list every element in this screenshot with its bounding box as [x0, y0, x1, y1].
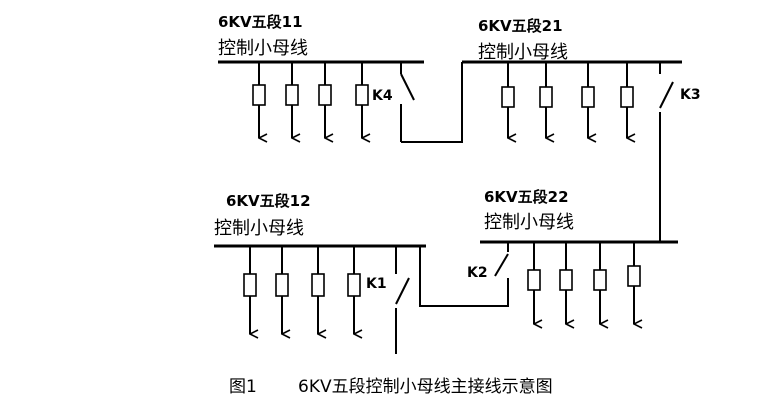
- bus-21-subtitle: 控制小母线: [478, 42, 568, 63]
- feeder: [311, 246, 325, 334]
- feeder: [627, 242, 641, 324]
- switch-k2-label: K2: [467, 265, 488, 281]
- bus-11-group: 6KV五段11 控制小母线 K4: [218, 13, 424, 142]
- caption-number: 图1: [229, 377, 257, 397]
- figure-caption: 图1 6KV五段控制小母线主接线示意图: [229, 377, 553, 397]
- tie-wire-k4: [401, 62, 463, 143]
- feeder: [501, 62, 515, 138]
- feeder: [318, 62, 332, 138]
- bus-12-title: 6KV五段12: [226, 192, 311, 210]
- fuse: [501, 86, 515, 108]
- fuse: [627, 265, 641, 287]
- feeder: [355, 62, 369, 138]
- caption-text: 6KV五段控制小母线主接线示意图: [298, 377, 553, 397]
- feeder: [275, 246, 289, 334]
- fuse: [355, 84, 369, 106]
- switch-k4-label: K4: [372, 88, 393, 104]
- fuse: [252, 84, 266, 106]
- fuse: [593, 269, 607, 291]
- feeder: [620, 62, 634, 138]
- switch-k3-label: K3: [680, 87, 701, 103]
- bus-11-subtitle: 控制小母线: [218, 38, 308, 59]
- feeder: [252, 62, 266, 138]
- tie-wire-k2: [419, 246, 509, 307]
- fuse: [559, 269, 573, 291]
- switch-k2: K2: [467, 242, 509, 281]
- fuse: [243, 273, 257, 297]
- feeder: [539, 62, 553, 138]
- fuse: [539, 86, 553, 108]
- switch-k1: K1: [366, 246, 410, 354]
- bus-12-subtitle: 控制小母线: [214, 218, 304, 239]
- switch-k1-label: K1: [366, 276, 387, 292]
- feeder: [347, 246, 361, 334]
- fuse: [285, 84, 299, 106]
- bus-21-title: 6KV五段21: [478, 17, 563, 35]
- bus-22-title: 6KV五段22: [484, 188, 569, 206]
- fuse: [527, 269, 541, 291]
- feeder: [559, 242, 573, 324]
- switch-k3: K3: [659, 62, 701, 242]
- bus-12-group: 6KV五段12 控制小母线 K1: [214, 192, 426, 354]
- feeder: [593, 242, 607, 324]
- bus-22-group: 6KV五段22 控制小母线 K2: [467, 188, 678, 324]
- feeder: [243, 246, 257, 334]
- feeder: [581, 62, 595, 138]
- fuse: [311, 273, 325, 297]
- feeder: [527, 242, 541, 324]
- feeder: [285, 62, 299, 138]
- fuse: [581, 86, 595, 108]
- fuse: [275, 273, 289, 297]
- fuse: [318, 84, 332, 106]
- bus-22-subtitle: 控制小母线: [484, 212, 574, 233]
- bus-11-title: 6KV五段11: [218, 13, 303, 31]
- switch-k4: K4: [372, 62, 415, 142]
- fuse: [620, 86, 634, 108]
- bus-21-group: 6KV五段21 控制小母线 K3: [462, 17, 701, 242]
- fuse: [347, 273, 361, 297]
